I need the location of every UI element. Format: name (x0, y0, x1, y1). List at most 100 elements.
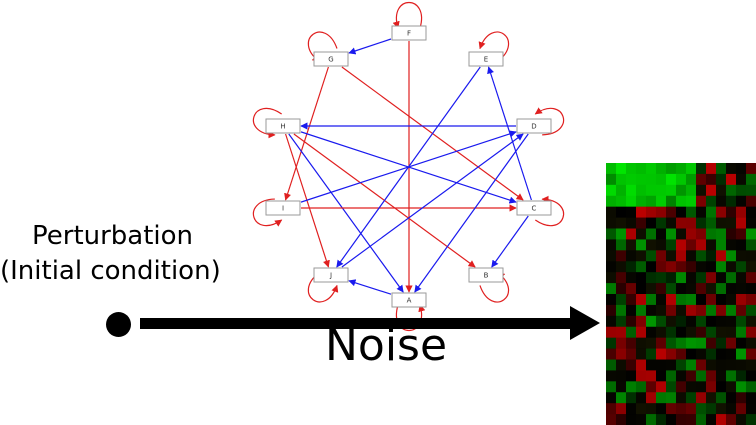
heatmap-cell (686, 261, 697, 273)
heatmap-cell (726, 228, 737, 240)
heatmap-cell (736, 359, 747, 371)
heatmap-cell (676, 381, 687, 393)
heatmap-cell (736, 337, 747, 349)
heatmap-cell (666, 392, 677, 404)
heatmap-cell (716, 228, 727, 240)
heatmap-cell (646, 370, 657, 382)
heatmap-cell (686, 195, 697, 207)
heatmap-cell (626, 261, 637, 273)
heatmap-cell (666, 370, 677, 382)
heatmap-cell (616, 228, 627, 240)
heatmap-cell (736, 392, 747, 404)
heatmap-cell (606, 359, 617, 371)
heatmap-cell (746, 381, 756, 393)
heatmap-cell (726, 294, 737, 306)
node-label-C: C (532, 205, 537, 213)
heatmap-cell (706, 228, 717, 240)
node-label-G: G (328, 56, 333, 64)
heatmap-cell (616, 283, 627, 295)
heatmap-cell (646, 239, 657, 251)
heatmap-cell (666, 294, 677, 306)
heatmap-cell (666, 348, 677, 360)
heatmap-cell (666, 359, 677, 371)
node-D: D (516, 118, 552, 134)
heatmap-cell (736, 283, 747, 295)
heatmap-cell (626, 206, 637, 218)
heatmap-cell (616, 206, 627, 218)
heatmap-cell (646, 326, 657, 338)
node-label-I: I (282, 205, 284, 213)
heatmap-cell (696, 228, 707, 240)
heatmap-cell (646, 173, 657, 186)
heatmap-cell (616, 173, 627, 186)
heatmap-cell (666, 184, 677, 197)
heatmap-cell (686, 206, 697, 218)
heatmap-cell (666, 283, 677, 295)
heatmap-cell (676, 195, 687, 207)
self-loop-E (478, 31, 510, 62)
edge-C-to-E (487, 66, 532, 201)
heatmap-cell (636, 337, 647, 349)
heatmap-cell (676, 250, 687, 262)
heatmap-cell (696, 304, 707, 317)
heatmap-cell (716, 315, 727, 328)
heatmap-cell (746, 337, 756, 349)
node-label-D: D (531, 123, 536, 131)
heatmap-cell (716, 195, 727, 207)
heatmap-cell (636, 184, 647, 197)
heatmap-cell (726, 206, 737, 218)
heatmap-cell (746, 283, 756, 295)
heatmap-cell (606, 370, 617, 382)
heatmap-cell (666, 163, 677, 175)
heatmap-cell (696, 173, 707, 186)
heatmap-cell (666, 315, 677, 328)
heatmap-cell (616, 272, 627, 284)
heatmap-cell (646, 414, 657, 425)
heatmap-cell (636, 370, 647, 382)
heatmap-cell (666, 403, 677, 415)
heatmap-cell (636, 217, 647, 229)
heatmap-cell (646, 348, 657, 360)
self-loop-F (392, 2, 423, 29)
heatmap-cell (746, 206, 756, 218)
heatmap-cell (676, 206, 687, 218)
heatmap-cell (706, 272, 717, 284)
heatmap-cell (686, 173, 697, 186)
edge-D-to-A (414, 133, 529, 293)
heatmap-cell (616, 163, 627, 175)
heatmap-cell (626, 315, 637, 328)
heatmap-cell (696, 348, 707, 360)
heatmap-cell (606, 163, 617, 175)
node-A: A (391, 292, 427, 308)
heatmap-cell (686, 294, 697, 306)
heatmap-cell (736, 304, 747, 317)
heatmap-cell (706, 370, 717, 382)
heatmap-cell (616, 348, 627, 360)
heatmap-cell (636, 239, 647, 251)
heatmap-cell (626, 163, 637, 175)
heatmap-cell (626, 370, 637, 382)
heatmap-cell (716, 294, 727, 306)
self-loop-H (252, 107, 282, 139)
heatmap-cell (706, 359, 717, 371)
heatmap-cell (626, 228, 637, 240)
heatmap-cell (626, 239, 637, 251)
heatmap-cell (696, 370, 707, 382)
node-box-F (391, 25, 427, 41)
node-H: H (265, 118, 301, 134)
heatmap-cell (746, 304, 756, 317)
heatmap-cell (706, 326, 717, 338)
heatmap-cell (676, 239, 687, 251)
heatmap-cell (696, 294, 707, 306)
heatmap-cell (696, 392, 707, 404)
heatmap-cell (696, 337, 707, 349)
heatmap-cell (666, 250, 677, 262)
heatmap-cell (726, 195, 737, 207)
heatmap-cell (726, 283, 737, 295)
heatmap-cell (646, 206, 657, 218)
heatmap-cell (606, 403, 617, 415)
perturbation-label: Perturbation (32, 221, 194, 251)
heatmap-cell (646, 250, 657, 262)
heatmap-cell (696, 414, 707, 425)
node-box-G (313, 51, 349, 67)
